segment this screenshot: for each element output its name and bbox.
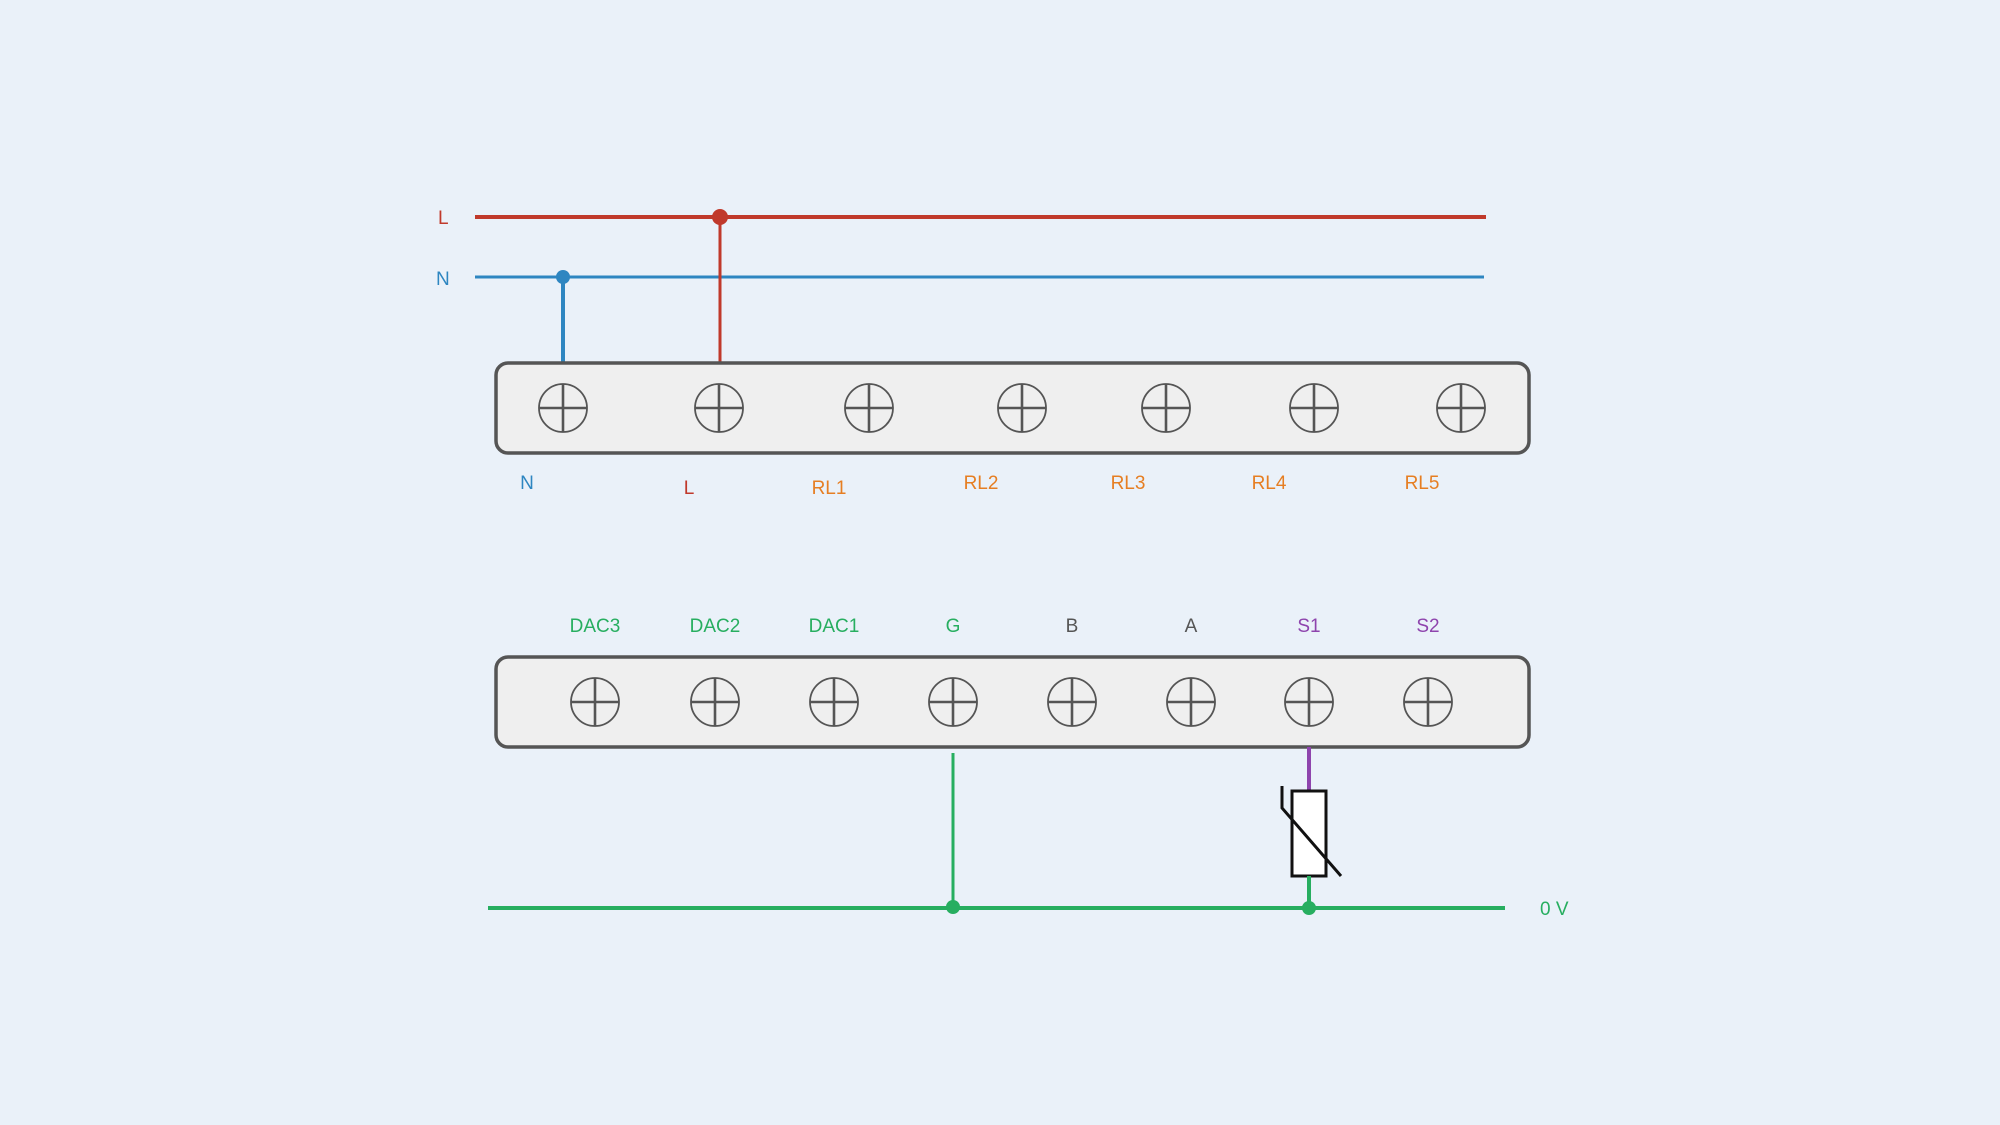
zero-volt-rail-label: 0 V: [1540, 899, 1569, 920]
top-terminal-labels: N L RL1 RL2 RL3 RL4 RL5: [520, 473, 1439, 499]
top-terminal-n-screw-icon: [538, 383, 588, 433]
bottom-terminal-label-b: B: [1066, 616, 1079, 637]
top-terminal-label-rl5: RL5: [1405, 473, 1440, 494]
top-terminal-label-rl3: RL3: [1111, 473, 1146, 494]
bottom-terminal-s1-screw-icon: [1284, 677, 1334, 727]
bottom-terminal-a-screw-icon: [1166, 677, 1216, 727]
ground-junction-dot: [946, 900, 960, 914]
top-terminal-label-rl1: RL1: [812, 478, 847, 499]
top-terminal-screws: [538, 383, 1486, 433]
bottom-terminal-label-a: A: [1185, 616, 1198, 637]
top-terminal-rl1-screw-icon: [844, 383, 894, 433]
bottom-terminal-label-dac1: DAC1: [809, 616, 860, 637]
neutral-rail-label: N: [436, 269, 450, 290]
bottom-terminal-screws: [570, 677, 1453, 727]
top-terminal-l-screw-icon: [694, 383, 744, 433]
top-terminal-label-n: N: [520, 473, 534, 494]
top-terminal-rl4-screw-icon: [1289, 383, 1339, 433]
bottom-terminal-label-s2: S2: [1416, 616, 1439, 637]
bottom-terminal-g-screw-icon: [928, 677, 978, 727]
bottom-terminal-dac3-screw-icon: [570, 677, 620, 727]
bottom-terminal-labels: DAC3 DAC2 DAC1 G B A S1 S2: [570, 616, 1440, 637]
thermistor-icon: [1280, 786, 1343, 878]
bottom-terminal-label-dac2: DAC2: [690, 616, 741, 637]
neutral-junction-dot: [556, 270, 570, 284]
bottom-terminal-label-g: G: [946, 616, 961, 637]
top-terminal-rl3-screw-icon: [1141, 383, 1191, 433]
bottom-terminal-label-dac3: DAC3: [570, 616, 621, 637]
top-terminal-rl5-screw-icon: [1436, 383, 1486, 433]
bottom-terminal-dac2-screw-icon: [690, 677, 740, 727]
top-terminal-label-l: L: [684, 478, 695, 499]
bottom-terminal-dac1-screw-icon: [809, 677, 859, 727]
bottom-terminal-b-screw-icon: [1047, 677, 1097, 727]
live-rail-label: L: [438, 208, 449, 229]
bottom-terminal-label-s1: S1: [1297, 616, 1320, 637]
bottom-terminal-s2-screw-icon: [1403, 677, 1453, 727]
sensor-junction-dot: [1302, 901, 1316, 915]
live-junction-dot: [712, 209, 728, 225]
top-terminal-rl2-screw-icon: [997, 383, 1047, 433]
top-terminal-label-rl4: RL4: [1252, 473, 1287, 494]
top-terminal-label-rl2: RL2: [964, 473, 999, 494]
bottom-terminal-block: [494, 655, 1531, 749]
